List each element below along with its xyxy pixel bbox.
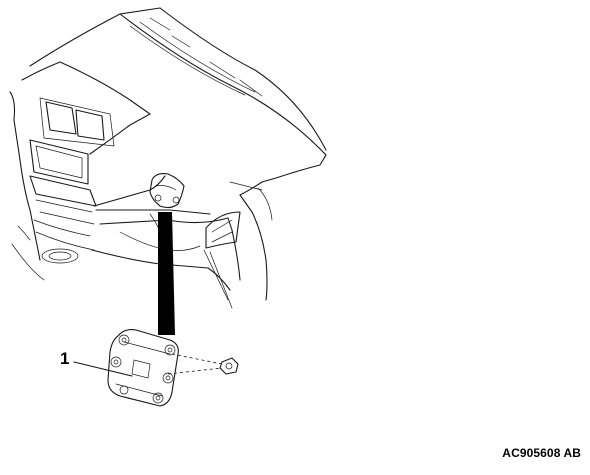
callout-label-1: 1 — [60, 349, 70, 368]
dashboard-top — [29, 7, 327, 196]
mounting-bracket — [149, 173, 185, 209]
figure-id: AC905608 AB — [502, 446, 581, 460]
alignment-line-upper — [171, 353, 223, 365]
control-unit — [107, 329, 179, 407]
mounting-bolt — [219, 357, 239, 375]
center-console — [9, 61, 166, 281]
callout-leader — [73, 361, 133, 377]
install-arrow — [158, 212, 175, 335]
lower-dash — [91, 187, 273, 309]
